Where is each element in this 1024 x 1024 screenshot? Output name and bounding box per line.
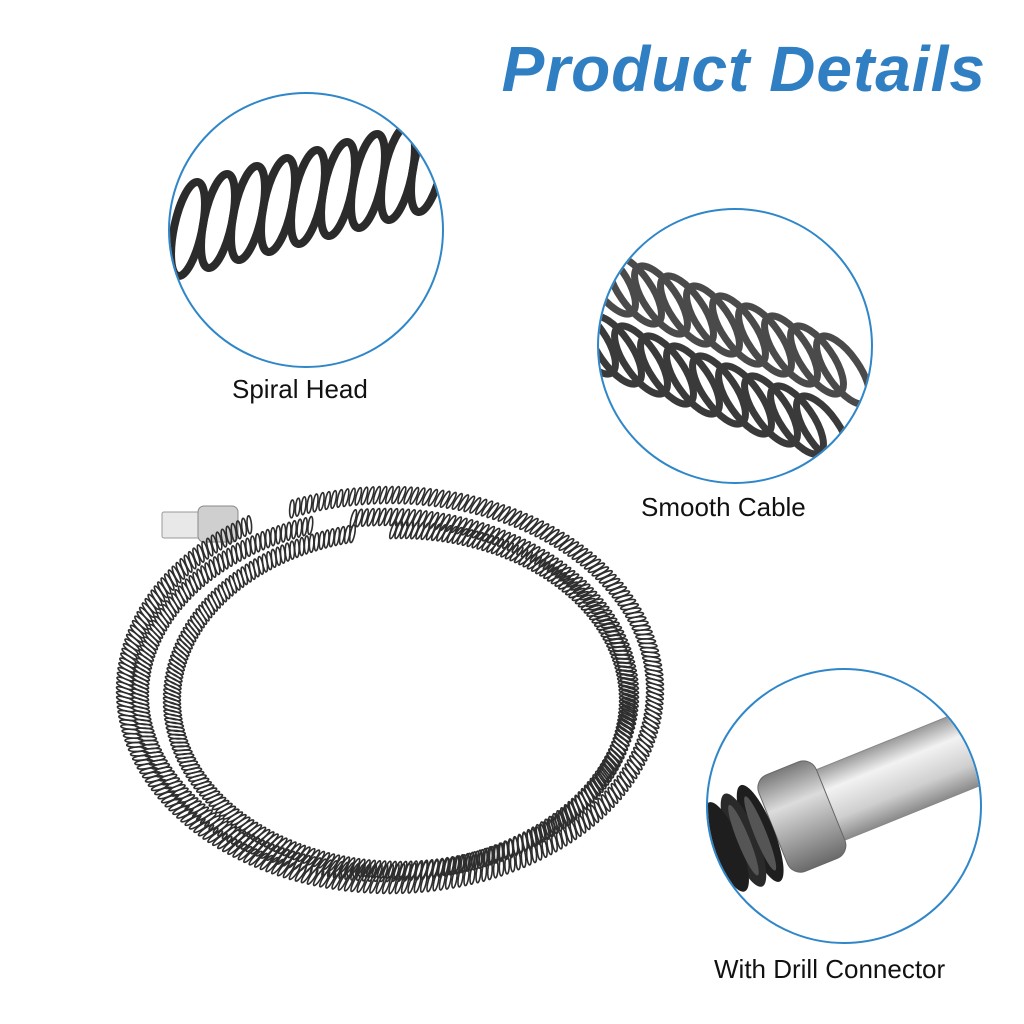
spiral-head-closeup	[168, 92, 444, 368]
smooth-cable-label: Smooth Cable	[641, 492, 806, 522]
page-title: Product Details	[501, 33, 986, 105]
drill-connector-label: With Drill Connector	[714, 954, 946, 984]
coiled-drain-cable	[115, 485, 665, 895]
smooth-cable-closeup	[597, 208, 873, 484]
drill-connector-closeup	[706, 668, 982, 944]
spiral-head-label: Spiral Head	[232, 374, 368, 404]
